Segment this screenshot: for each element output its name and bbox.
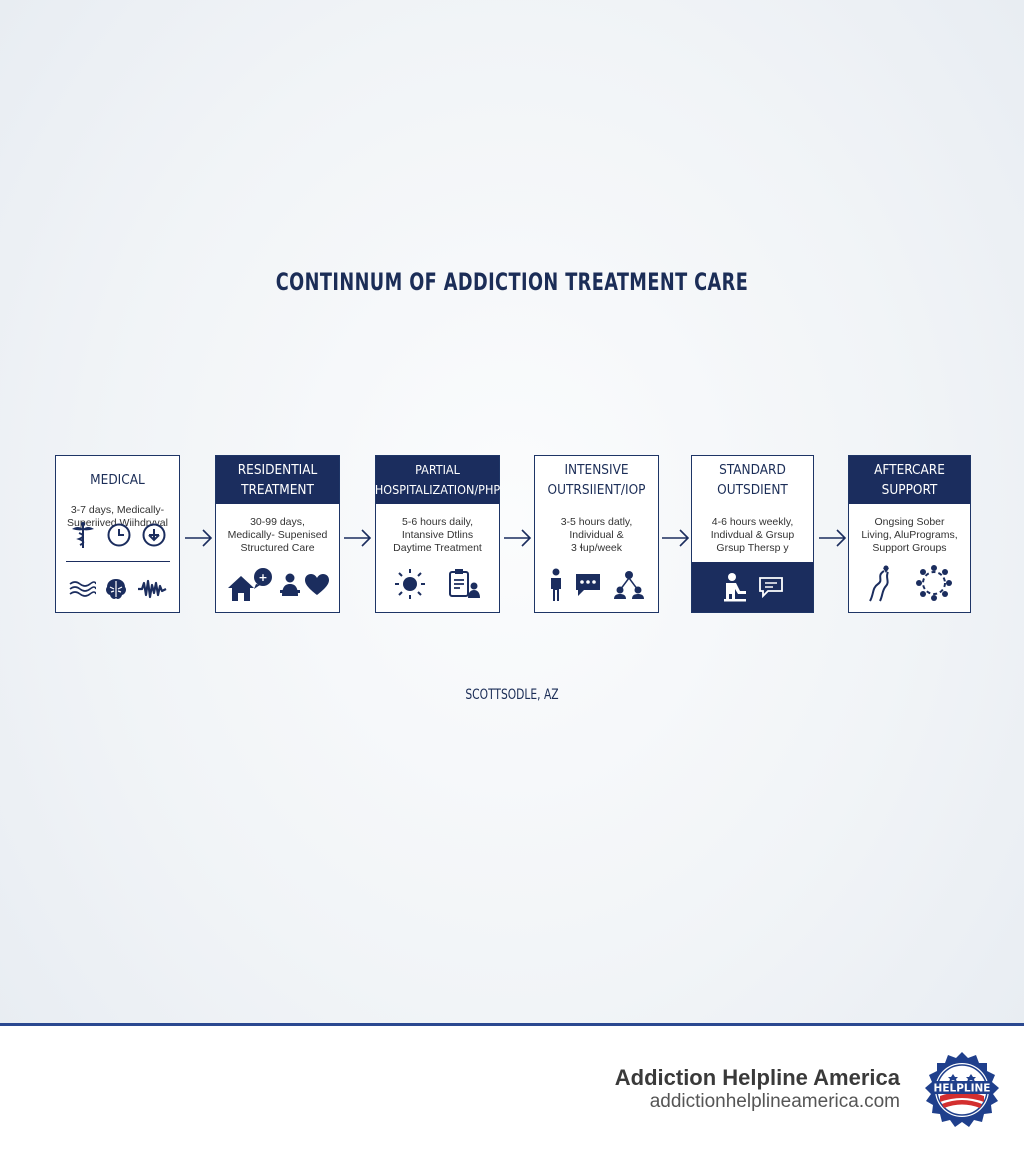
- group-network-icon: [613, 571, 644, 599]
- stage-desc-line3: Grsup Thersp y: [716, 542, 789, 554]
- winding-path-icon: [868, 565, 889, 602]
- brand-block: Addiction Helpline America addictionhelp…: [615, 1065, 900, 1113]
- stage-description: 4-6 hours weekly, Indivdual & Grsup Grsu…: [692, 504, 813, 555]
- stage-heading-line1: RESIDENTIAL: [237, 462, 318, 478]
- stage-desc-line1: 4-6 hours weekly,: [711, 516, 794, 528]
- stage-desc-line3: Daytime Treatment: [393, 542, 482, 554]
- arrow-right-icon: [819, 529, 847, 547]
- arrow-right-icon: [185, 529, 213, 547]
- stage-heading: INTENSIVE OUTRSIIENT/IOP: [535, 456, 658, 504]
- arrow-right-icon: [344, 529, 372, 547]
- sun-icon: [395, 569, 426, 599]
- stage-desc-line2: Intansive Dtlins: [401, 529, 474, 541]
- support-circle-icon: [916, 565, 953, 601]
- arrow-right-icon: [504, 529, 532, 547]
- stage-residential: RESIDENTIAL TREATMENT 30-99 days, Medica…: [215, 455, 340, 613]
- stage-desc-line1: 30-99 days,: [250, 516, 305, 528]
- footer-divider: [0, 1023, 1024, 1026]
- speech-bubble-icon: [758, 577, 783, 598]
- stage-desc-line1: 3-7 days, Medically-: [70, 504, 165, 516]
- brain-icon: [106, 579, 127, 599]
- footer: [0, 1026, 1024, 1154]
- stage-heading: AFTERCARE SUPPORT: [849, 456, 970, 504]
- divider: [66, 561, 170, 562]
- stage-desc-line2: Living, AluPrograms,: [861, 529, 958, 541]
- brand-name: Addiction Helpline America: [614, 1065, 900, 1090]
- stage-description: 3-5 hours datly, Individual & 3 ɬup/week: [535, 504, 658, 555]
- stage-heading-line1: PARTIAL: [415, 462, 460, 477]
- stage-heading-line1: AFTERCARE: [874, 462, 945, 478]
- home-chat-icon: +: [227, 568, 272, 601]
- stage-icons: [849, 564, 970, 602]
- stage-heading: PARTIAL HOSPITALIZATION/PHP: [374, 456, 501, 504]
- stage-icons-top: [56, 520, 179, 550]
- stage-heading-line2: OUTSDIENT: [717, 482, 788, 498]
- person-icon: [551, 568, 562, 601]
- stage-desc-line2: Superiived Wiihdrvval: [67, 517, 168, 529]
- stage-heading-line2: OUTRSIIENT/IOP: [547, 482, 646, 498]
- page-title: CONTINNUM OF ADDICTION TREATMENT CARE: [275, 268, 749, 296]
- download-circle-icon: [142, 523, 166, 547]
- stage-desc-line1: 5-6 hours daily,: [401, 516, 473, 528]
- brand-url[interactable]: addictionhelplineamerica.com: [649, 1091, 900, 1112]
- counselor-icon: [723, 573, 746, 602]
- stage-heading-line2: TREATMENT: [241, 482, 314, 498]
- stage-heading-line1: STANDARD: [719, 462, 786, 478]
- stage-aftercare: AFTERCARE SUPPORT Ongsing Sober Living, …: [848, 455, 971, 613]
- stage-medical: MEDICAL 3-7 days, Medically- Superiived …: [55, 455, 180, 613]
- stage-heading-line2: SUPPORT: [881, 482, 938, 498]
- stage-heading: STANDARD OUTSDIENT: [692, 456, 813, 504]
- clock-icon: [107, 523, 131, 547]
- stage-heading-line1: INTENSIVE: [564, 462, 629, 478]
- stage-icons: [535, 568, 658, 602]
- stage-description: 3-7 days, Medically- Superiived Wiihdrvv…: [56, 504, 179, 530]
- stage-desc-line2: Individual &: [569, 529, 624, 541]
- person-desk-icon: [279, 573, 300, 596]
- badge-text: HELPLINE: [934, 1083, 991, 1095]
- arrow-right-icon: [662, 529, 690, 547]
- stage-partial-hospitalization: PARTIAL HOSPITALIZATION/PHP 5-6 hours da…: [375, 455, 500, 613]
- stage-desc-line1: 3-5 hours datly,: [560, 516, 633, 528]
- stage-description: Ongsing Sober Living, AluPrograms, Suppo…: [849, 504, 970, 555]
- heartbeat-icon: [138, 579, 167, 599]
- helpline-badge-logo: HELPLINE: [925, 1052, 999, 1127]
- stage-heading-line1: MEDICAL: [90, 472, 145, 488]
- stage-standard-outpatient: STANDARD OUTSDIENT 4-6 hours weekly, Ind…: [691, 455, 814, 613]
- caduceus-icon: [72, 522, 95, 548]
- clipboard-person-icon: [448, 569, 480, 598]
- stage-intensive-outpatient: INTENSIVE OUTRSIIENT/IOP 3-5 hours datly…: [534, 455, 659, 613]
- stage-heading: MEDICAL: [56, 456, 179, 504]
- stage-desc-line3: Structured Care: [240, 542, 315, 554]
- heart-icon: [304, 574, 329, 595]
- stage-desc-line3: 3 ɬup/week: [570, 542, 623, 554]
- chat-bubble-icon: [576, 574, 601, 596]
- stage-desc-line2: Indivdual & Grsup: [710, 529, 795, 541]
- stage-icons: +: [216, 566, 339, 604]
- stage-icons-bottom: [56, 576, 179, 602]
- location-label: SCOTTSODLE, AZ: [465, 687, 559, 703]
- stage-desc-line1: Ongsing Sober: [874, 516, 945, 528]
- stage-description: 5-6 hours daily, Intansive Dtlins Daytim…: [376, 504, 499, 555]
- stage-description: 30-99 days, Medically- Supenised Structu…: [216, 504, 339, 555]
- stage-desc-line3: Support Groups: [872, 542, 947, 554]
- stage-icon-band: [692, 562, 813, 612]
- waves-icon: [69, 581, 96, 597]
- stage-heading: RESIDENTIAL TREATMENT: [216, 456, 339, 504]
- stage-desc-line2: Medically- Supenised: [227, 529, 328, 541]
- stage-icons: [376, 568, 499, 600]
- stage-heading-line2: HOSPITALIZATION/PHP: [374, 482, 501, 497]
- svg-text:+: +: [258, 571, 267, 584]
